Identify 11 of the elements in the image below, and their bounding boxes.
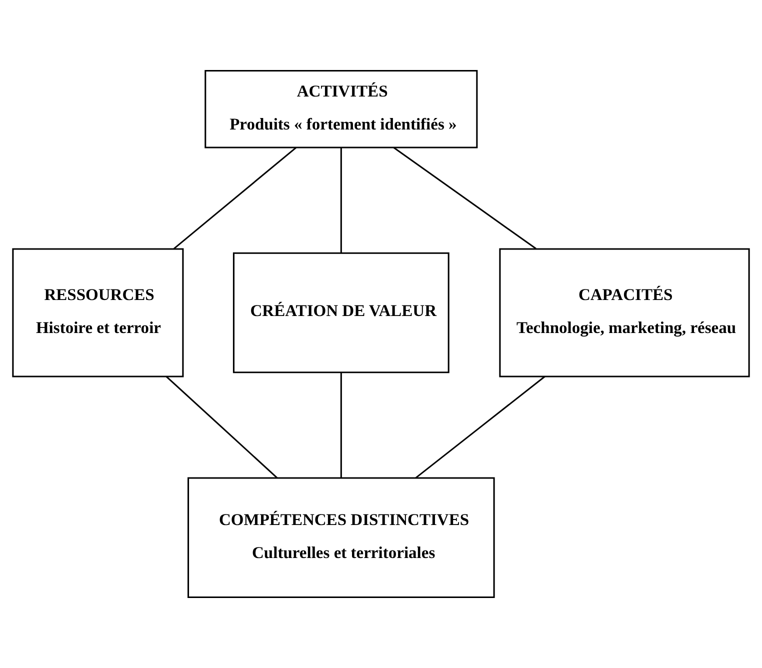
node-box: RESSOURCES Histoire et terroir	[12, 248, 184, 378]
connector	[166, 376, 278, 478]
connector	[393, 147, 536, 250]
node-box: CAPACITÉS Technologie, marketing, réseau	[499, 248, 750, 378]
connector	[415, 376, 546, 478]
node-box: ACTIVITÉS Produits « fortement identifiés »	[204, 70, 478, 148]
connector	[173, 147, 296, 250]
node-box: COMPÉTENCES DISTINCTIVES Culturelles et territoriales	[188, 477, 495, 598]
connector	[340, 372, 342, 478]
connector	[340, 148, 342, 254]
node-box: CRÉATION DE VALEUR	[232, 252, 450, 374]
